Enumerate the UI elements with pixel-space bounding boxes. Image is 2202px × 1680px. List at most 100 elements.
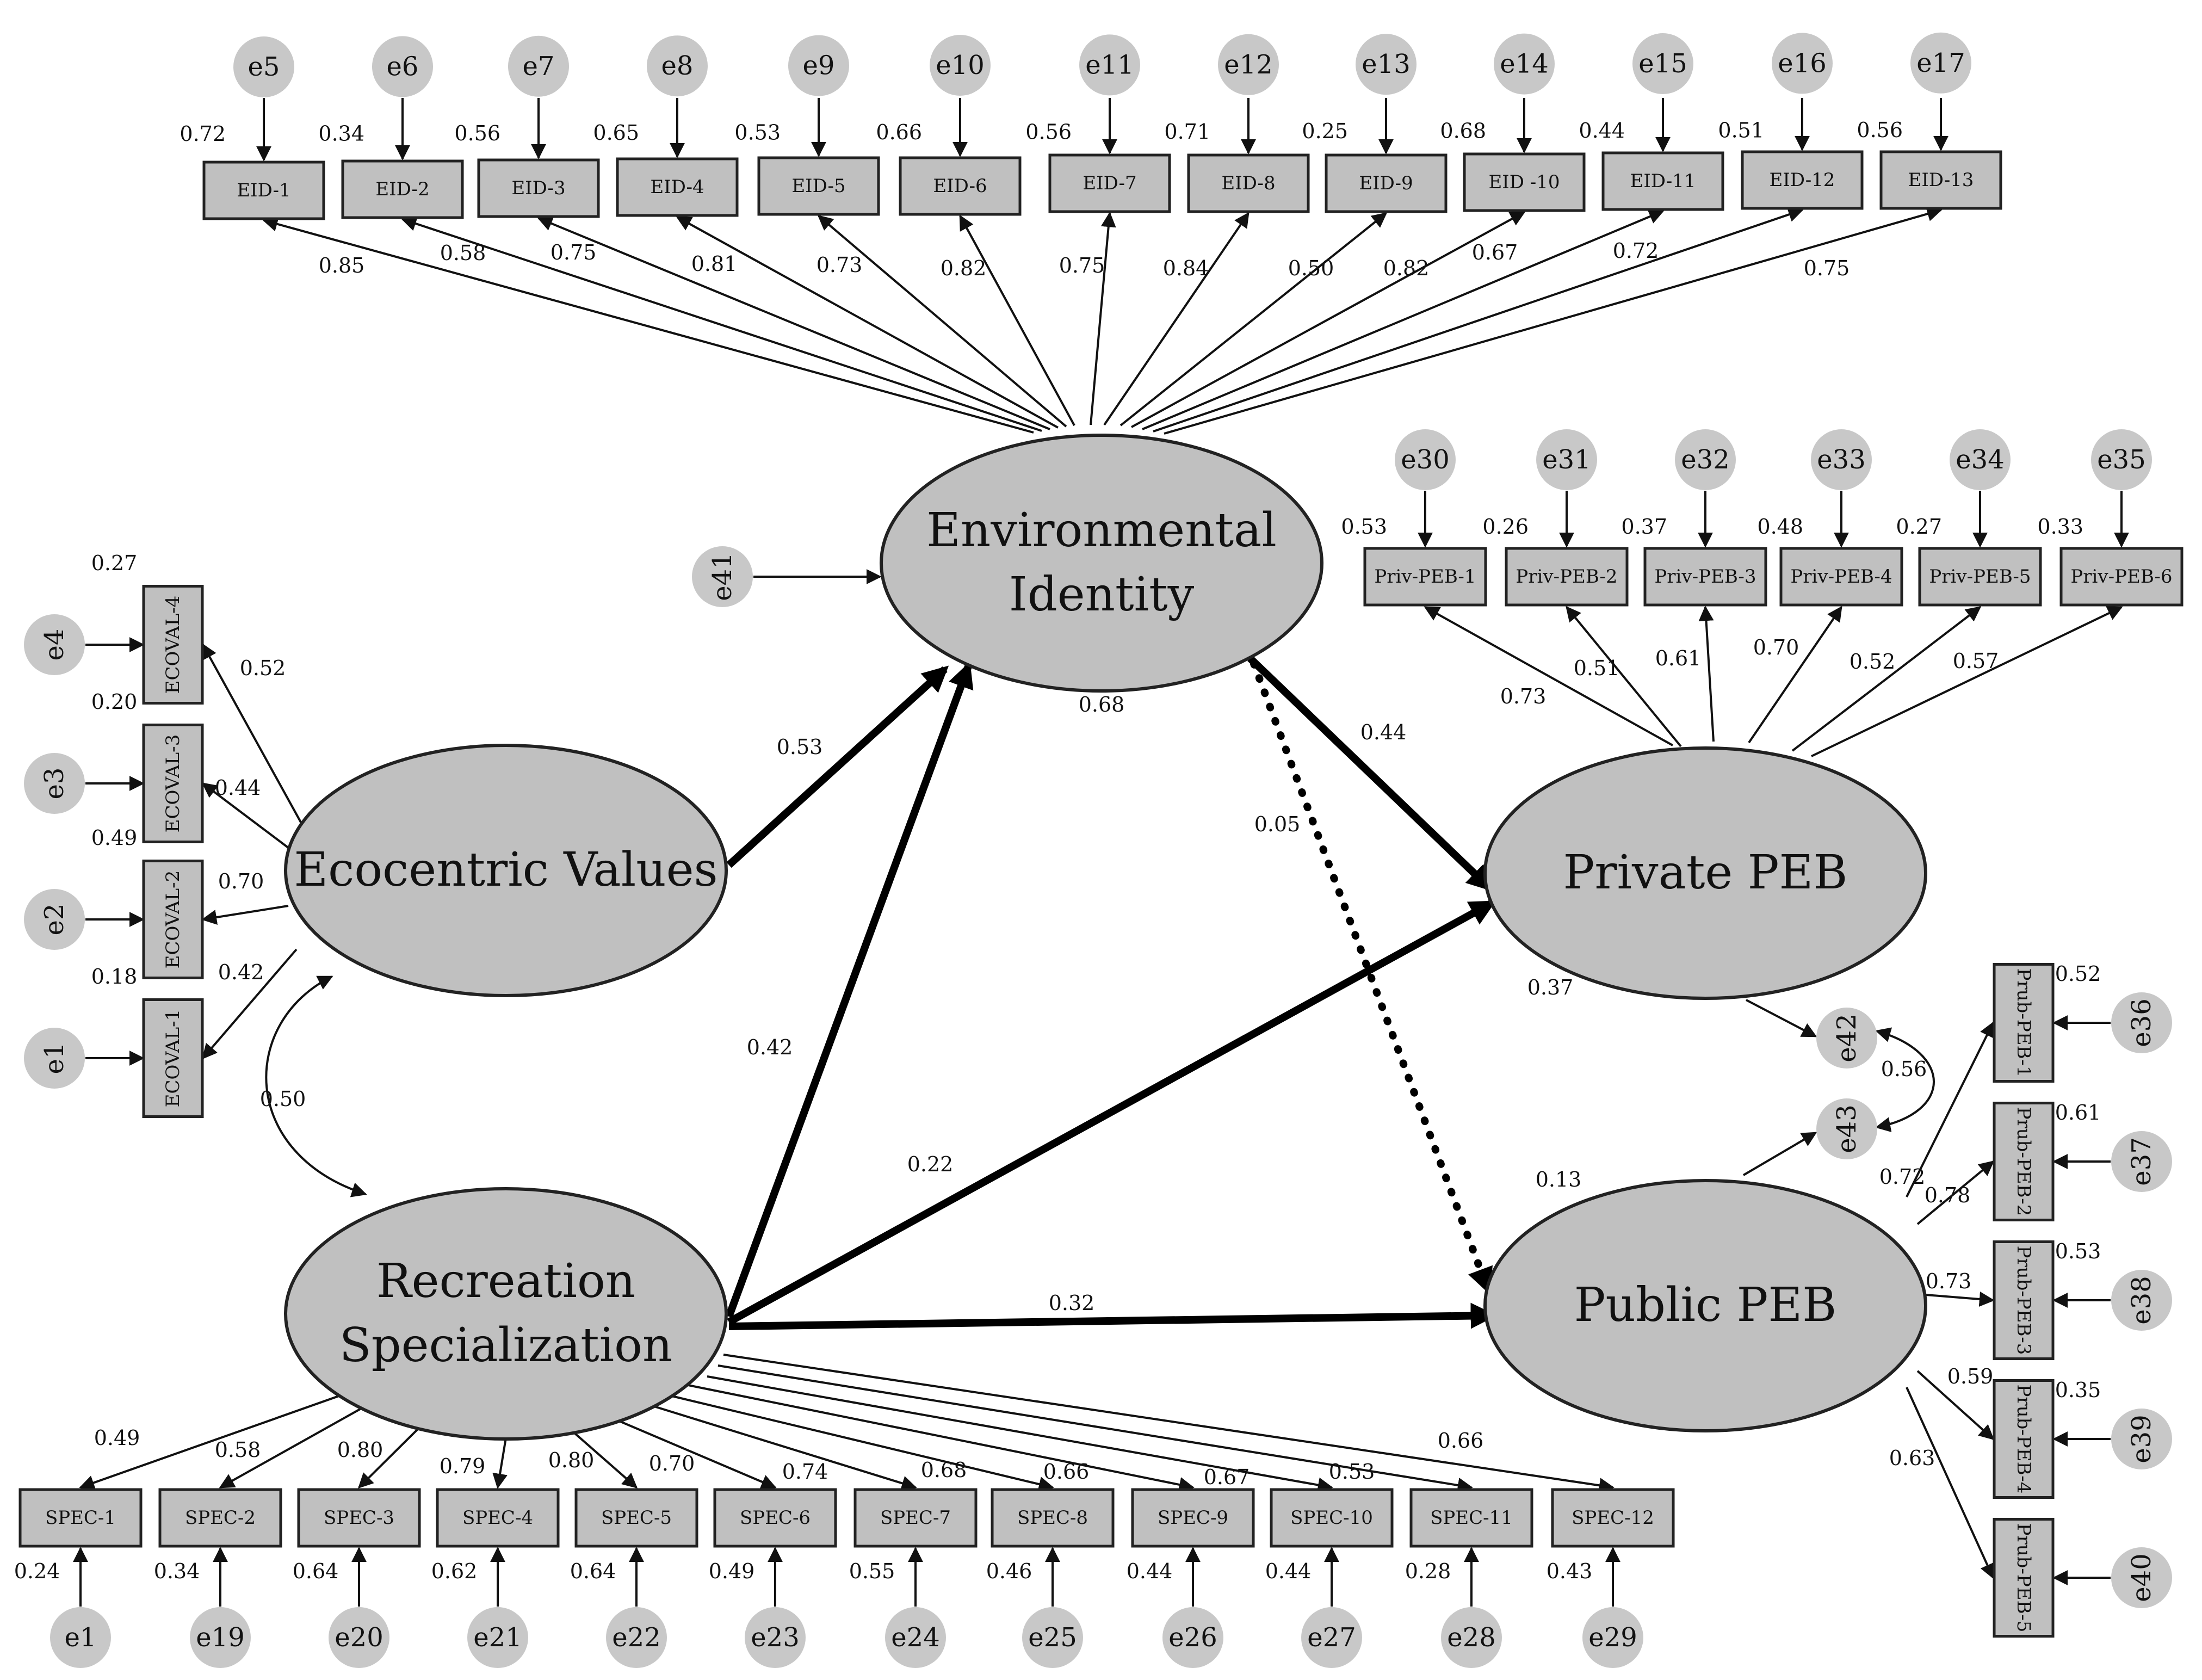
loading-eid-5: [817, 215, 1067, 428]
variance-spec-2: 0.34: [154, 1559, 200, 1583]
r-squared-public-peb: 0.13: [1536, 1168, 1582, 1191]
loading-spec-11: [717, 1364, 1473, 1493]
error-e38: [2111, 1270, 2172, 1331]
loading-ecoval-2: [201, 905, 289, 925]
indicator-spec-10: [1270, 1488, 1394, 1548]
indicator-spec-1-label: SPEC-1: [45, 1507, 116, 1529]
disturbance-e42-label: e42: [1832, 1014, 1862, 1062]
loading-value-spec-12: 0.66: [1438, 1429, 1484, 1453]
indicator-spec-10-label: SPEC-10: [1290, 1507, 1373, 1529]
indicator-eid-8: [1187, 153, 1310, 213]
path-value-ei-to-pub: 0.05: [1254, 812, 1301, 836]
error-e6: [372, 36, 433, 97]
indicator-eid-4: [616, 157, 739, 217]
path-value-rs-to-ei: 0.42: [747, 1035, 793, 1059]
error-e36: [2111, 992, 2172, 1053]
variance-priv-peb-4: 0.48: [1757, 515, 1803, 539]
variance-priv-peb-1: 0.53: [1341, 515, 1387, 539]
variance-eid-13: 0.56: [1857, 118, 1903, 142]
indicator-priv-peb-3: [1643, 547, 1767, 607]
loading-spec-12: [723, 1354, 1615, 1493]
indicator-priv-peb-2: [1505, 547, 1629, 607]
loading-value-eid-9: 0.50: [1288, 256, 1334, 280]
variance-spec-11: 0.28: [1405, 1559, 1451, 1583]
variance-ecoval-4: 0.27: [91, 551, 138, 575]
indicator-eid-2: [341, 159, 464, 219]
error-e17: [1910, 32, 1971, 94]
disturbance-e42: [1816, 1008, 1877, 1068]
indicator-eid-4-label: EID-4: [650, 176, 704, 198]
disturbance-e41-label: e41: [707, 552, 738, 601]
loading-value-eid-11: 0.67: [1472, 240, 1518, 264]
error-e7-label: e7: [523, 51, 555, 82]
error-ecoval-e2-label: e2: [39, 904, 70, 936]
error-spec-e1: [50, 1607, 111, 1668]
indicator-pub-peb-1-label: Prub-PEB-1: [2013, 968, 2034, 1078]
error-e40-label: e40: [2126, 1553, 2157, 1602]
indicator-priv-peb-6-label: Priv-PEB-6: [2070, 566, 2172, 588]
loading-value-priv-peb-2: 0.51: [1574, 656, 1620, 680]
error-ecoval-e4: [24, 614, 85, 675]
variance-eid-6: 0.66: [876, 120, 922, 144]
indicator-priv-peb-4-label: Priv-PEB-4: [1790, 566, 1892, 588]
disturbance-e43: [1816, 1098, 1877, 1159]
indicator-eid-5: [757, 156, 880, 216]
error-spec-e29-label: e29: [1588, 1622, 1637, 1653]
variance-eid-5: 0.53: [734, 121, 781, 145]
error-ecoval-e3-label: e3: [39, 768, 70, 800]
loading-spec-7: [636, 1400, 917, 1491]
loading-spec-10: [707, 1375, 1333, 1493]
error-spec-e24-label: e24: [891, 1622, 939, 1653]
error-spec-e27: [1301, 1607, 1362, 1668]
indicator-spec-8-label: SPEC-8: [1017, 1507, 1088, 1529]
loading-eid-12: [1153, 207, 1804, 433]
indicator-eid-3: [477, 158, 600, 218]
indicator-spec-11-label: SPEC-11: [1430, 1507, 1513, 1529]
error-e16: [1772, 33, 1833, 94]
variance-spec-9: 0.44: [1127, 1559, 1173, 1583]
latent-private-peb-label: Private PEB: [1563, 845, 1848, 900]
loading-spec-6: [603, 1413, 777, 1490]
variance-eid-9: 0.25: [1302, 119, 1348, 143]
path-ei-to-pub: [1250, 660, 1493, 1294]
indicator-eid-11: [1601, 151, 1724, 211]
indicator-spec-4: [436, 1488, 560, 1548]
variance-eid-4: 0.65: [593, 121, 639, 145]
error-ecoval-e3: [24, 753, 85, 814]
path-ev-to-ei: [726, 665, 949, 868]
loading-eid-10: [1131, 211, 1526, 428]
error-e36-label: e36: [2126, 998, 2157, 1047]
indicator-spec-12: [1551, 1488, 1675, 1548]
error-e5: [233, 36, 294, 97]
indicator-eid-6: [899, 156, 1022, 216]
variance-ecoval-3: 0.20: [91, 690, 138, 714]
loading-eid-8: [1103, 212, 1250, 426]
indicator-spec-4-label: SPEC-4: [462, 1507, 533, 1529]
path-ei-to-priv: [1247, 655, 1493, 892]
variance-spec-1: 0.24: [14, 1559, 60, 1583]
error-e14: [1494, 33, 1555, 95]
loading-value-spec-11: 0.53: [1329, 1460, 1375, 1484]
loading-value-eid-1: 0.85: [319, 254, 365, 277]
indicator-spec-2: [158, 1488, 282, 1548]
indicator-ecoval-2: [142, 860, 204, 979]
loading-value-eid-6: 0.82: [941, 256, 987, 280]
loading-spec-4: [492, 1437, 508, 1489]
loading-ecoval-4: [202, 643, 303, 825]
indicator-priv-peb-2-label: Priv-PEB-2: [1516, 566, 1617, 588]
error-spec-e21: [467, 1607, 528, 1668]
variance-eid-3: 0.56: [454, 121, 500, 145]
loading-eid-6: [959, 214, 1075, 426]
r-squared-environmental-identity: 0.68: [1079, 693, 1125, 717]
indicator-ecoval-4-label: ECOVAL-4: [162, 596, 184, 694]
disturbance-arrow-e43: [1742, 1132, 1817, 1176]
error-e10: [930, 35, 991, 96]
latent-ecocentric-values: [284, 744, 728, 997]
indicator-pub-peb-4: [1993, 1379, 2055, 1499]
variance-pub-peb-2: 0.61: [2055, 1101, 2101, 1125]
error-e7: [508, 35, 569, 97]
indicator-eid-12-label: EID-12: [1770, 169, 1835, 191]
variance-priv-peb-6: 0.33: [2037, 515, 2083, 539]
indicator-ecoval-1-label: ECOVAL-1: [162, 1009, 184, 1108]
error-e30: [1395, 429, 1456, 490]
